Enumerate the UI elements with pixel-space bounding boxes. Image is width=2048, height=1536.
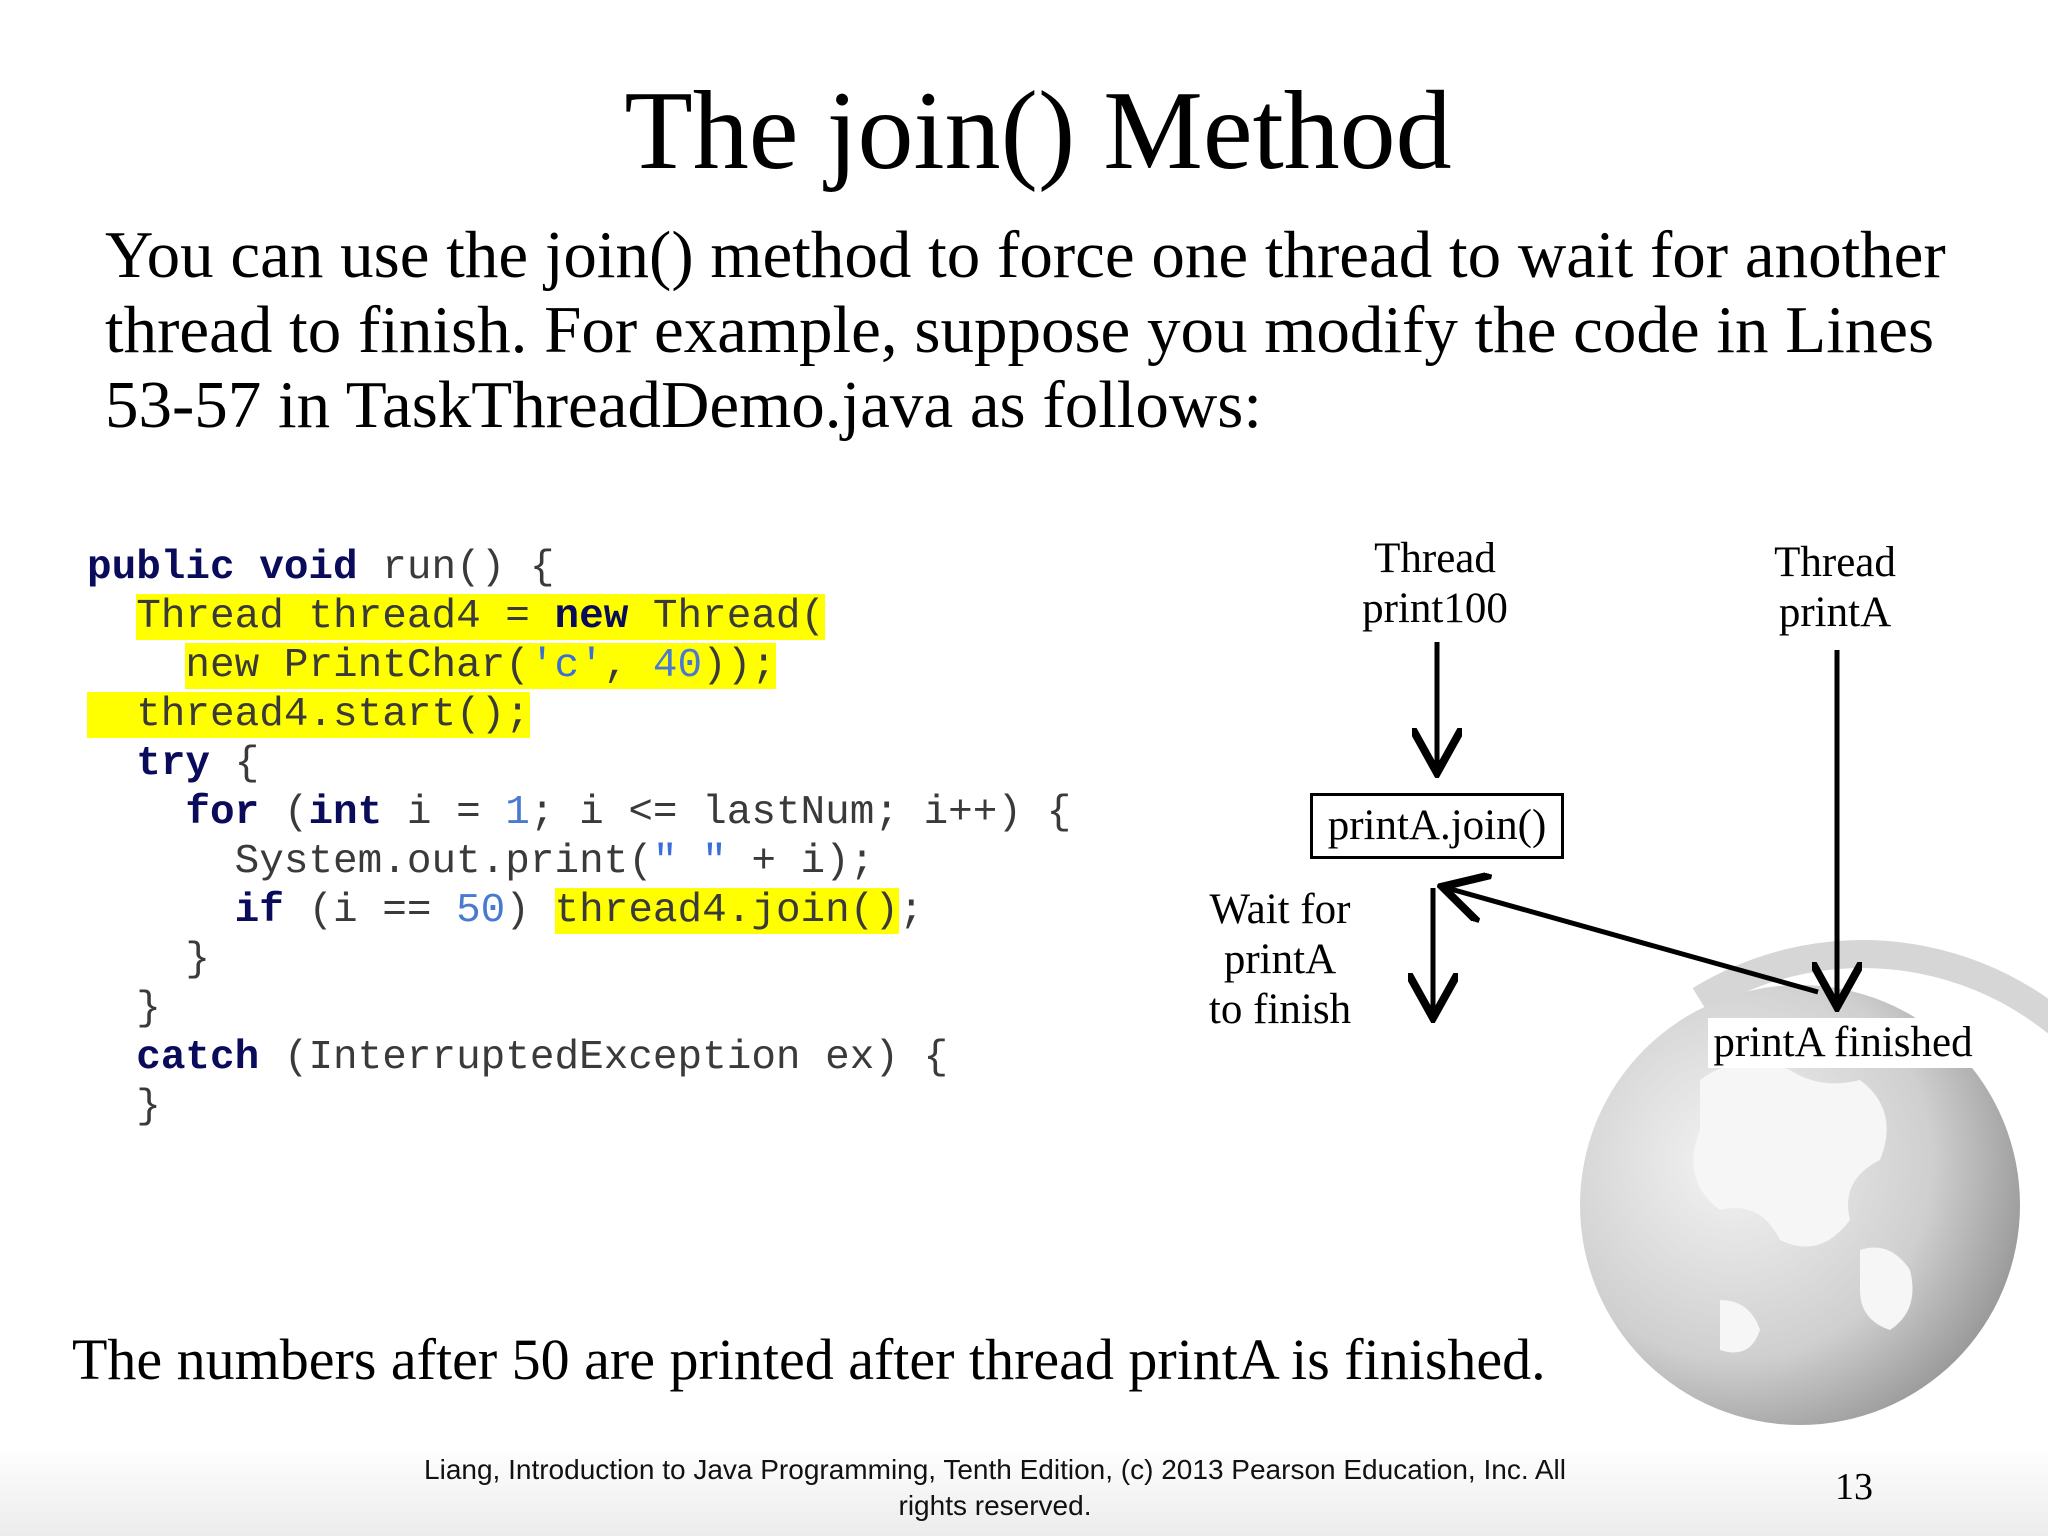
code-line: for (int i = 1; i <= lastNum; i++) { — [87, 789, 1071, 838]
code-token: " " — [652, 839, 727, 885]
code-token: for — [185, 790, 260, 836]
highlighted-code-token: Thread thread4 = — [136, 594, 555, 640]
code-token: if — [234, 888, 284, 934]
highlighted-code-token: new PrintChar( — [185, 643, 530, 689]
code-token: } — [87, 986, 161, 1032]
code-line: public void run() { — [87, 544, 1071, 593]
code-line: if (i == 50) thread4.join(); — [87, 887, 1071, 936]
code-token: 1 — [505, 790, 530, 836]
code-token: (i == — [283, 888, 457, 934]
code-token: try — [136, 741, 211, 787]
highlighted-code-token: new — [554, 594, 629, 640]
code-token: ( — [259, 790, 309, 836]
conclusion-text: The numbers after 50 are printed after t… — [72, 1327, 1546, 1392]
code-line: System.out.print(" " + i); — [87, 838, 1071, 887]
code-token: catch — [136, 1035, 260, 1081]
code-token: ; — [898, 888, 924, 934]
code-line: catch (InterruptedException ex) { — [87, 1034, 1071, 1083]
highlighted-code-token: 'c' — [529, 643, 604, 689]
code-line: thread4.start(); — [87, 691, 1071, 740]
code-line: Thread thread4 = new Thread( — [87, 593, 1071, 642]
finished-to-join-arrow — [1447, 888, 1819, 995]
highlighted-code-token: 40 — [652, 643, 703, 689]
code-token: } — [87, 937, 211, 983]
highlighted-code-token: thread4.join() — [554, 888, 899, 934]
code-token: public void — [87, 545, 358, 591]
highlighted-code-token: Thread( — [628, 594, 826, 640]
code-token: ) — [505, 888, 555, 934]
code-line: } — [87, 985, 1071, 1034]
highlighted-code-token: )); — [702, 643, 776, 689]
code-line: new PrintChar('c', 40)); — [87, 642, 1071, 691]
code-token: (InterruptedException ex) { — [259, 1035, 949, 1081]
printA-finished-label: printA finished — [1708, 1018, 1978, 1068]
code-token: run() { — [357, 545, 555, 591]
wait-for-printA-label: Wait for printA to finish — [1208, 886, 1352, 1033]
code-line: } — [87, 1083, 1071, 1132]
code-token: i = — [382, 790, 506, 836]
code-token: + i); — [726, 839, 875, 885]
code-token: System.out.print( — [87, 839, 653, 885]
code-line: try { — [87, 740, 1071, 789]
highlighted-code-token: thread4.start(); — [87, 692, 530, 738]
code-token: int — [308, 790, 383, 836]
join-call-box: printA.join() — [1310, 793, 1564, 859]
thread-printA-label: Thread printA — [1774, 539, 1896, 636]
code-token: ; i <= lastNum; i++) { — [529, 790, 1072, 836]
footer-band — [0, 1445, 2048, 1536]
thread-print100-label: Thread print100 — [1362, 535, 1508, 632]
page-number: 13 — [1835, 1466, 1873, 1508]
code-block: public void run() { Thread thread4 = new… — [87, 544, 1071, 1132]
code-token: 50 — [456, 888, 506, 934]
highlighted-code-token: , — [603, 643, 653, 689]
code-line: } — [87, 936, 1071, 985]
footer-citation: Liang, Introduction to Java Programming,… — [424, 1454, 1566, 1521]
code-token: { — [210, 741, 260, 787]
code-token: } — [87, 1084, 161, 1130]
slide-title: The join() Method — [624, 69, 1452, 193]
intro-paragraph: You can use the join() method to force o… — [105, 218, 1946, 442]
